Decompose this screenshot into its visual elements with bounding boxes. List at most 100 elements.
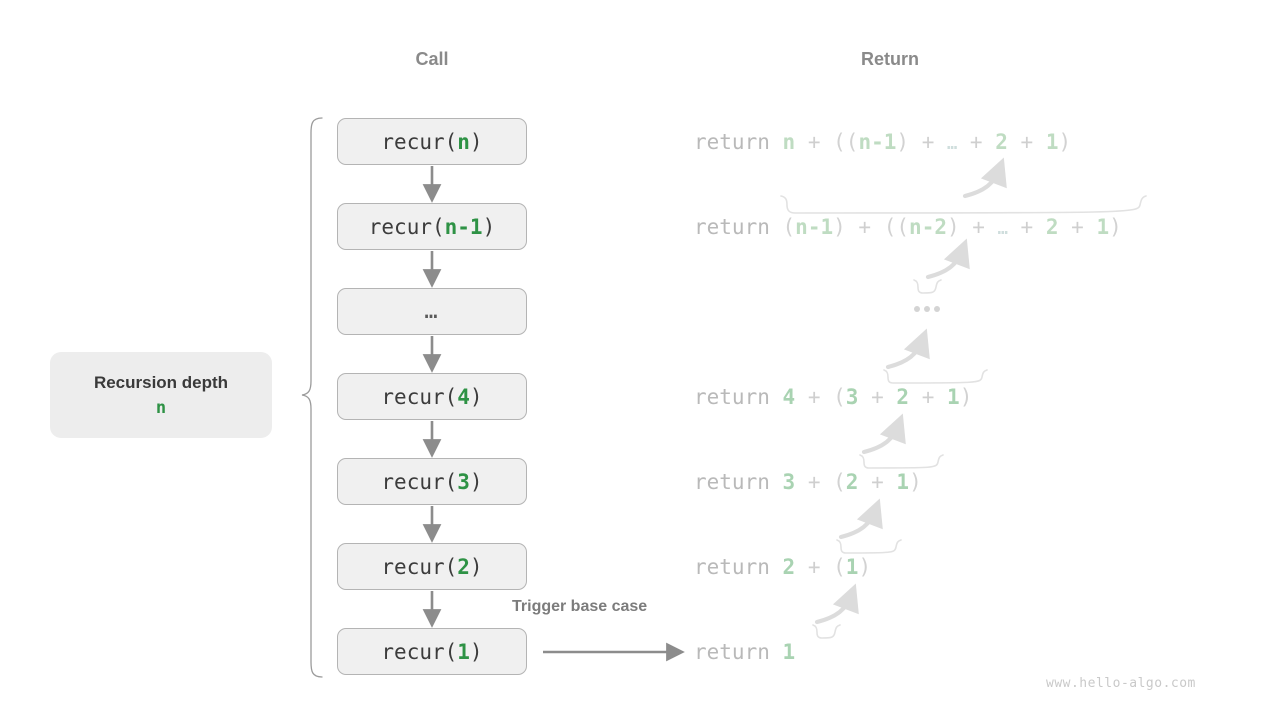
return-line-4: return 4 + (3 + 2 + 1) xyxy=(694,382,982,412)
return-paren: ( xyxy=(896,215,910,239)
call-box-prefix: recur( xyxy=(381,129,458,154)
call-box-dots: … xyxy=(337,288,527,335)
call-box-argument: 2 xyxy=(457,554,470,579)
call-box-3: recur(3) xyxy=(337,458,527,505)
return-paren: ) xyxy=(909,470,922,494)
return-operator: + xyxy=(1020,130,1034,154)
return-operand: n xyxy=(782,130,796,154)
return-arrow-row6-to-row5 xyxy=(838,498,883,540)
return-paren: ( xyxy=(782,215,796,239)
return-operand: 1 xyxy=(947,385,960,409)
return-arrow-row2-to-row1 xyxy=(962,157,1007,199)
underbrace-row-2 xyxy=(780,195,1147,214)
return-operator: + xyxy=(972,215,985,239)
return-operand: 3 xyxy=(845,385,859,409)
return-line-1: return 1 xyxy=(694,637,835,667)
return-operand: 1 xyxy=(1096,215,1110,239)
return-spacer xyxy=(770,470,783,494)
return-paren: ( xyxy=(833,130,846,154)
return-operand: 1 xyxy=(845,555,859,579)
return-operator: + xyxy=(807,385,821,409)
return-spacer xyxy=(770,385,783,409)
return-line-n: return n + ((n-1) + … + 2 + 1) xyxy=(694,127,1078,157)
return-keyword: return xyxy=(694,640,770,664)
call-box-prefix: recur( xyxy=(381,639,458,664)
return-spacer xyxy=(770,640,783,664)
call-box-suffix: ) xyxy=(469,469,483,494)
return-operator: + xyxy=(807,555,821,579)
return-paren: ( xyxy=(833,385,846,409)
call-box-argument: n xyxy=(457,129,470,154)
return-keyword: return xyxy=(694,470,770,494)
return-operator: + xyxy=(807,470,821,494)
return-operator: + xyxy=(921,385,935,409)
call-box-1: recur(1) xyxy=(337,628,527,675)
return-paren: ( xyxy=(845,130,859,154)
return-operator: + xyxy=(858,215,872,239)
return-paren: ) xyxy=(896,130,910,154)
return-paren: ) xyxy=(833,215,846,239)
watermark: www.hello-algo.com xyxy=(1046,676,1196,691)
return-line-2: return 2 + (1) xyxy=(694,552,896,582)
return-line-n-1: return (n-1) + ((n-2) + … + 2 + 1) xyxy=(694,212,1140,242)
return-spacer xyxy=(770,130,783,154)
return-operand: 2 xyxy=(995,130,1008,154)
recursion-depth-brace xyxy=(301,117,323,678)
return-operand: n-2 xyxy=(909,215,947,239)
call-box-suffix: ) xyxy=(469,384,483,409)
return-expression: n + ((n-1) + … + 2 + 1) xyxy=(783,130,1072,154)
return-operator: + xyxy=(1020,215,1034,239)
return-operator: + xyxy=(969,130,983,154)
return-keyword: return xyxy=(694,385,770,409)
call-box-suffix: ) xyxy=(482,214,496,239)
return-ellipsis-token: … xyxy=(997,219,1008,239)
trigger-base-case-label: Trigger base case xyxy=(512,598,648,615)
return-operator: + xyxy=(807,130,821,154)
return-expression: (n-1) + ((n-2) + … + 2 + 1) xyxy=(783,215,1122,239)
return-paren: ) xyxy=(1058,130,1072,154)
return-paren: ( xyxy=(833,470,846,494)
column-header-call: Call xyxy=(415,49,449,69)
recursion-depth-value: n xyxy=(155,397,167,418)
return-expression: 3 + (2 + 1) xyxy=(783,470,922,494)
recursion-depth-card: Recursion depth n xyxy=(50,352,272,438)
return-line-3: return 3 + (2 + 1) xyxy=(694,467,938,497)
return-operand: 4 xyxy=(782,385,796,409)
return-arrow-row5-to-row4 xyxy=(861,413,906,455)
return-keyword: return xyxy=(694,130,770,154)
return-operand: 1 xyxy=(896,470,910,494)
return-paren: ) xyxy=(946,215,960,239)
return-arrow-row7-to-row6 xyxy=(814,583,859,625)
return-paren: ) xyxy=(1109,215,1122,239)
recursion-depth-title: Recursion depth xyxy=(93,372,229,392)
return-column-ellipsis xyxy=(914,306,940,312)
return-operand: n-1 xyxy=(795,215,834,239)
call-box-prefix: recur( xyxy=(381,554,458,579)
call-box-prefix: recur( xyxy=(381,384,458,409)
return-paren: ) xyxy=(858,555,872,579)
call-box-prefix: recur( xyxy=(368,214,445,239)
call-box-argument: n-1 xyxy=(444,214,483,239)
return-paren: ( xyxy=(833,555,846,579)
column-header-return: Return xyxy=(861,49,919,69)
return-operand: 1 xyxy=(782,640,796,664)
return-keyword: return xyxy=(694,555,770,579)
return-expression: 4 + (3 + 2 + 1) xyxy=(783,385,973,409)
call-box-n: recur(n) xyxy=(337,118,527,165)
call-box-suffix: ) xyxy=(469,554,483,579)
return-operand: 2 xyxy=(845,470,859,494)
return-spacer xyxy=(770,215,783,239)
return-operand: 2 xyxy=(1045,215,1059,239)
return-expression: 1 xyxy=(783,640,796,664)
return-operand: 2 xyxy=(896,385,910,409)
return-operator: + xyxy=(871,470,884,494)
call-box-suffix: ) xyxy=(469,639,483,664)
return-operand: n-1 xyxy=(858,130,897,154)
return-expression: 2 + (1) xyxy=(783,555,872,579)
call-box-2: recur(2) xyxy=(337,543,527,590)
call-box-4: recur(4) xyxy=(337,373,527,420)
call-box-prefix: recur( xyxy=(381,469,458,494)
return-paren: ) xyxy=(959,385,973,409)
underbrace-ellipsis xyxy=(913,279,942,294)
call-box-argument: 3 xyxy=(457,469,470,494)
